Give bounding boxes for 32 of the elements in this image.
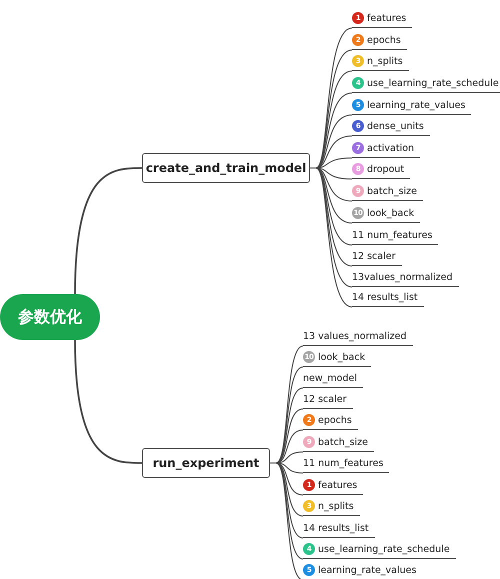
- subtopic-label: activation: [367, 142, 414, 154]
- central-topic: 参数优化: [0, 294, 100, 340]
- subtopic-label: look_back: [367, 208, 414, 218]
- subtopic-label: n_splits: [318, 500, 354, 512]
- subtopic-label: 13values_normalized: [352, 272, 453, 282]
- branch-line: [74, 167, 142, 294]
- subtopic-label: 14 results_list: [303, 522, 369, 534]
- subtopic-label: features: [367, 12, 406, 24]
- subtopic-label: batch_size: [367, 186, 417, 196]
- subtopic-label: learning_rate_values: [318, 564, 416, 576]
- subtopic-label: n_splits: [367, 56, 403, 66]
- subtopic-label: look_back: [318, 352, 366, 362]
- subtopic-label: use_learning_rate_schedule: [367, 78, 499, 88]
- subtopic-label: dropout: [367, 164, 404, 174]
- subtopic-label: epochs: [367, 34, 401, 46]
- subtopic-label: new_model: [303, 372, 357, 384]
- topic-box: run_experiment: [142, 448, 270, 478]
- topic-box: create_and_train_model: [142, 153, 310, 183]
- subtopic-label: use_learning_rate_schedule: [318, 544, 450, 554]
- subtopic-label: dense_units: [367, 120, 424, 132]
- subtopic-label: 11 num_features: [352, 230, 432, 240]
- branch-line: [74, 340, 142, 464]
- branch-line: [270, 462, 304, 579]
- subtopic-label: 12 scaler: [352, 250, 396, 262]
- subtopic-label: 12 scaler: [303, 394, 346, 404]
- subtopic-label: features: [318, 480, 358, 490]
- subtopic-label: 11 num_features: [303, 458, 384, 468]
- subtopic-label: 14 results_list: [352, 292, 418, 302]
- subtopic-label: 13 values_normalized: [303, 330, 407, 342]
- subtopic-label: epochs: [318, 414, 352, 426]
- subtopic-label: batch_size: [318, 436, 368, 448]
- subtopic-label: learning_rate_values: [367, 100, 466, 110]
